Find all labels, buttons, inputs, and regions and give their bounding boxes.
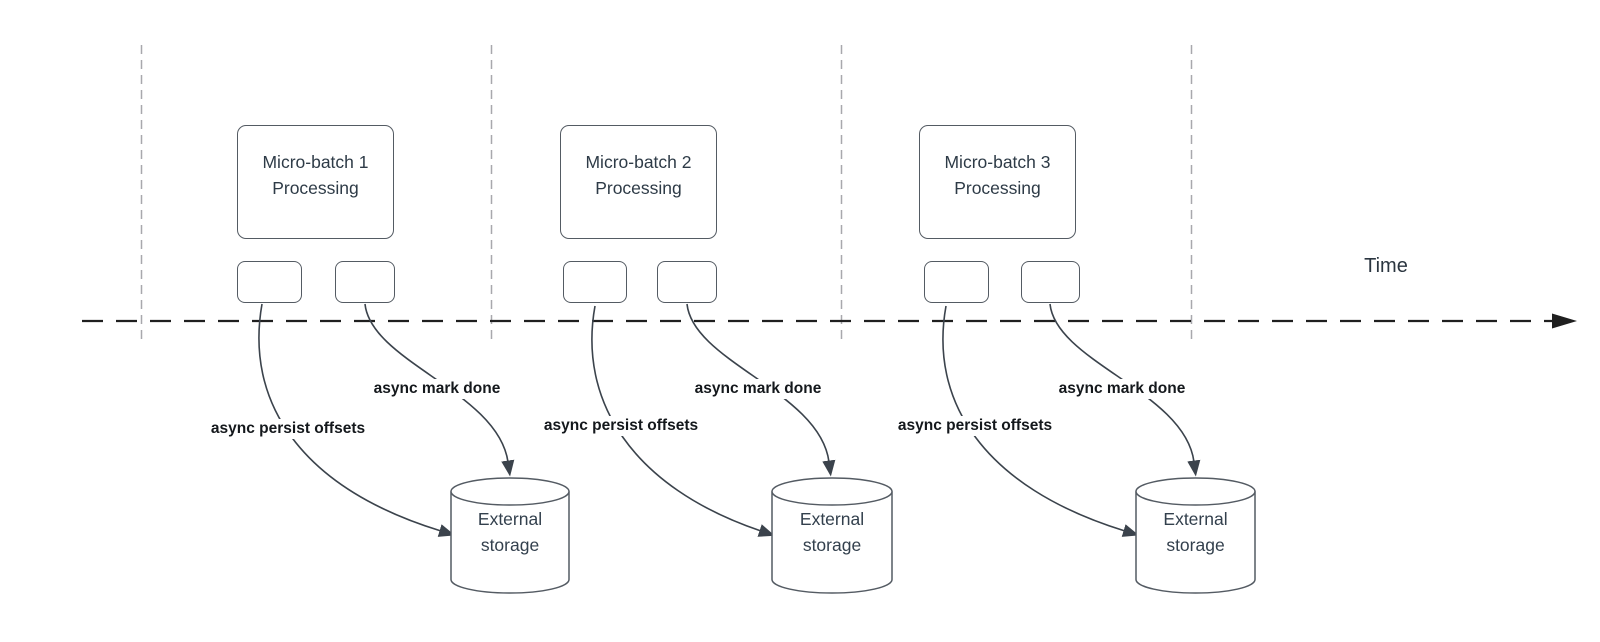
offset-checkpoint-box-3 — [924, 261, 989, 303]
micro-batch-2-label: Micro-batch 2 — [585, 152, 692, 172]
persist-offsets-arrow-1 — [258, 303, 456, 537]
storage-cylinder-3 — [1135, 477, 1256, 594]
persist-offsets-arrow-2 — [591, 305, 775, 537]
external-storage-label-1: External storage — [477, 509, 543, 555]
micro-batch-3-processing-box: Micro-batch 3 Processing — [919, 125, 1076, 239]
mark-done-label-1: async mark done — [369, 379, 505, 399]
mark-done-box-1 — [335, 261, 395, 303]
micro-batch-2-processing-box: Micro-batch 2 Processing — [560, 125, 717, 239]
mark-done-arrow-2 — [686, 303, 836, 477]
mark-done-box-2 — [657, 261, 717, 303]
persist-offsets-arrow-3 — [942, 305, 1140, 537]
storage-cylinder-1 — [450, 477, 570, 594]
processing-label-1: Processing — [272, 178, 359, 198]
micro-batch-1-label: Micro-batch 1 — [262, 152, 369, 172]
mark-done-arrow-1 — [364, 303, 515, 477]
persist-offsets-label-1: async persist offsets — [206, 419, 370, 439]
timeline-arrowhead-icon — [1552, 313, 1577, 329]
offset-checkpoint-box-2 — [563, 261, 627, 303]
persist-offsets-label-3: async persist offsets — [893, 416, 1057, 436]
processing-label-2: Processing — [595, 178, 682, 198]
external-storage-label-2: External storage — [799, 509, 865, 555]
micro-batch-1-processing-box: Micro-batch 1 Processing — [237, 125, 394, 239]
micro-batch-3-label: Micro-batch 3 — [944, 152, 1051, 172]
offset-checkpoint-box-1 — [237, 261, 302, 303]
storage-cylinder-2 — [771, 477, 893, 594]
mark-done-box-3 — [1021, 261, 1080, 303]
mark-done-label-2: async mark done — [690, 379, 826, 399]
time-axis-label: Time — [1364, 255, 1408, 277]
external-storage-label-3: External storage — [1163, 509, 1228, 555]
mark-done-label-3: async mark done — [1054, 379, 1190, 399]
processing-label-3: Processing — [954, 178, 1041, 198]
persist-offsets-label-2: async persist offsets — [539, 416, 703, 436]
mark-done-arrow-3 — [1049, 303, 1201, 477]
